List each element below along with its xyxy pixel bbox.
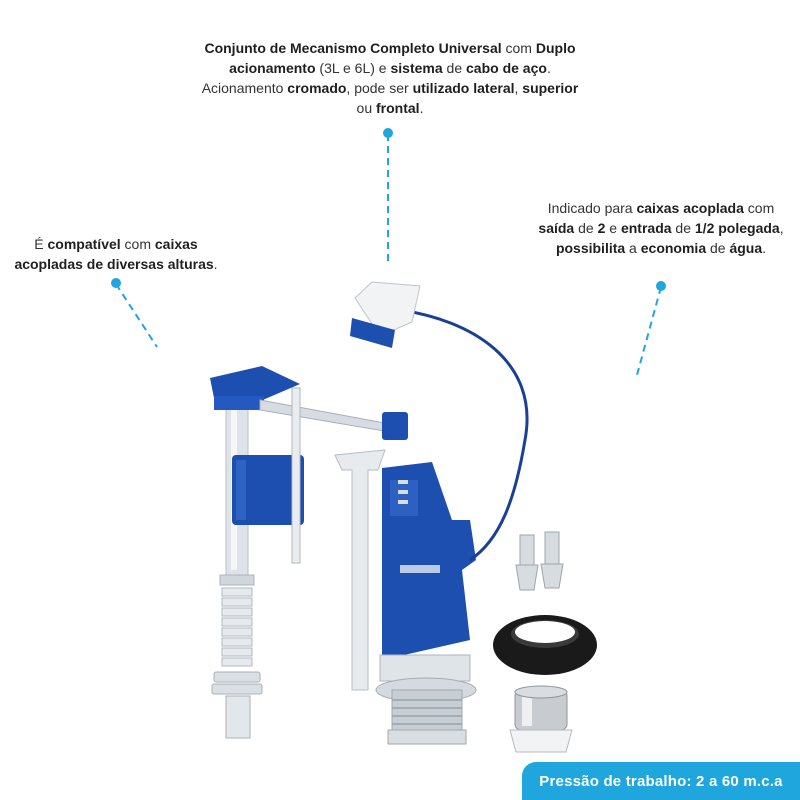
- callout-top-run: utilizado lateral: [412, 80, 515, 96]
- callout-top-run: sistema: [390, 60, 443, 76]
- steel-cable: [399, 308, 529, 562]
- callout-compatibility: É compatível com caixas acopladas de div…: [0, 234, 232, 274]
- callout-top-run: ,: [514, 80, 523, 96]
- callout-top-run: cabo de aço: [466, 60, 547, 76]
- callout-top-run: , pode ser: [346, 80, 413, 96]
- callout-left-run: com: [120, 236, 155, 252]
- dot-right: [656, 281, 666, 291]
- callout-top-run: (3L e 6L) e: [315, 60, 391, 76]
- callout-left-run: caixas acopladas de diversas alturas: [14, 236, 214, 272]
- callout-right-run: caixas acoplada: [636, 200, 744, 216]
- callout-right-run: 1/2 polegada: [694, 220, 780, 236]
- callout-top-run: ou: [356, 100, 376, 116]
- callout-right-run: com: [743, 200, 775, 216]
- callout-top-run: .: [419, 100, 424, 116]
- callout-right-run: economia: [640, 240, 707, 256]
- callout-top-run: Conjunto de Mecanismo Completo Universal: [204, 40, 502, 56]
- callout-right-run: de: [706, 240, 730, 256]
- flush-valve: [334, 449, 477, 745]
- callout-right-run: de: [671, 220, 695, 236]
- callout-top-run: . Acionamento: [201, 60, 551, 96]
- callout-right-run: Indicado para: [547, 200, 637, 216]
- callout-indication: Indicado para caixas acoplada com saída …: [536, 198, 786, 258]
- push-button: [350, 281, 421, 348]
- working-pressure-text: Pressão de trabalho: 2 a 60 m.c.a: [539, 772, 783, 790]
- fill-valve: [210, 366, 408, 739]
- callout-top-run: cromado: [287, 80, 347, 96]
- callout-right-run: saída: [538, 220, 575, 236]
- callout-top-run: superior: [522, 80, 579, 96]
- connector-right: [636, 286, 662, 376]
- callout-right-run: entrada: [620, 220, 672, 236]
- callout-top-run: de: [442, 60, 467, 76]
- callout-right-run: 2: [597, 220, 606, 236]
- rubber-seal: [493, 615, 597, 675]
- callout-right-run: água: [729, 240, 763, 256]
- fixing-screws: [515, 531, 564, 591]
- callout-right-run: possibilita: [555, 240, 626, 256]
- chrome-actuator: [509, 685, 573, 753]
- callout-left-run: compatível: [47, 236, 121, 252]
- callout-right-run: a: [625, 240, 641, 256]
- dot-left: [111, 278, 121, 288]
- callout-mechanism-description: Conjunto de Mecanismo Completo Universal…: [200, 38, 580, 118]
- working-pressure-badge: Pressão de trabalho: 2 a 60 m.c.a: [522, 762, 800, 800]
- callout-left-run: É: [34, 236, 48, 252]
- callout-right-run: e: [605, 220, 621, 236]
- callout-top-run: Duplo acionamento: [229, 40, 576, 76]
- callout-top-run: frontal: [376, 100, 420, 116]
- callout-right-run: ,: [779, 220, 784, 236]
- callout-left-run: .: [213, 256, 218, 272]
- dot-top: [383, 128, 393, 138]
- callout-right-run: .: [762, 240, 767, 256]
- callout-right-run: de: [574, 220, 598, 236]
- callout-top-run: com: [501, 40, 536, 56]
- connector-left: [115, 283, 158, 348]
